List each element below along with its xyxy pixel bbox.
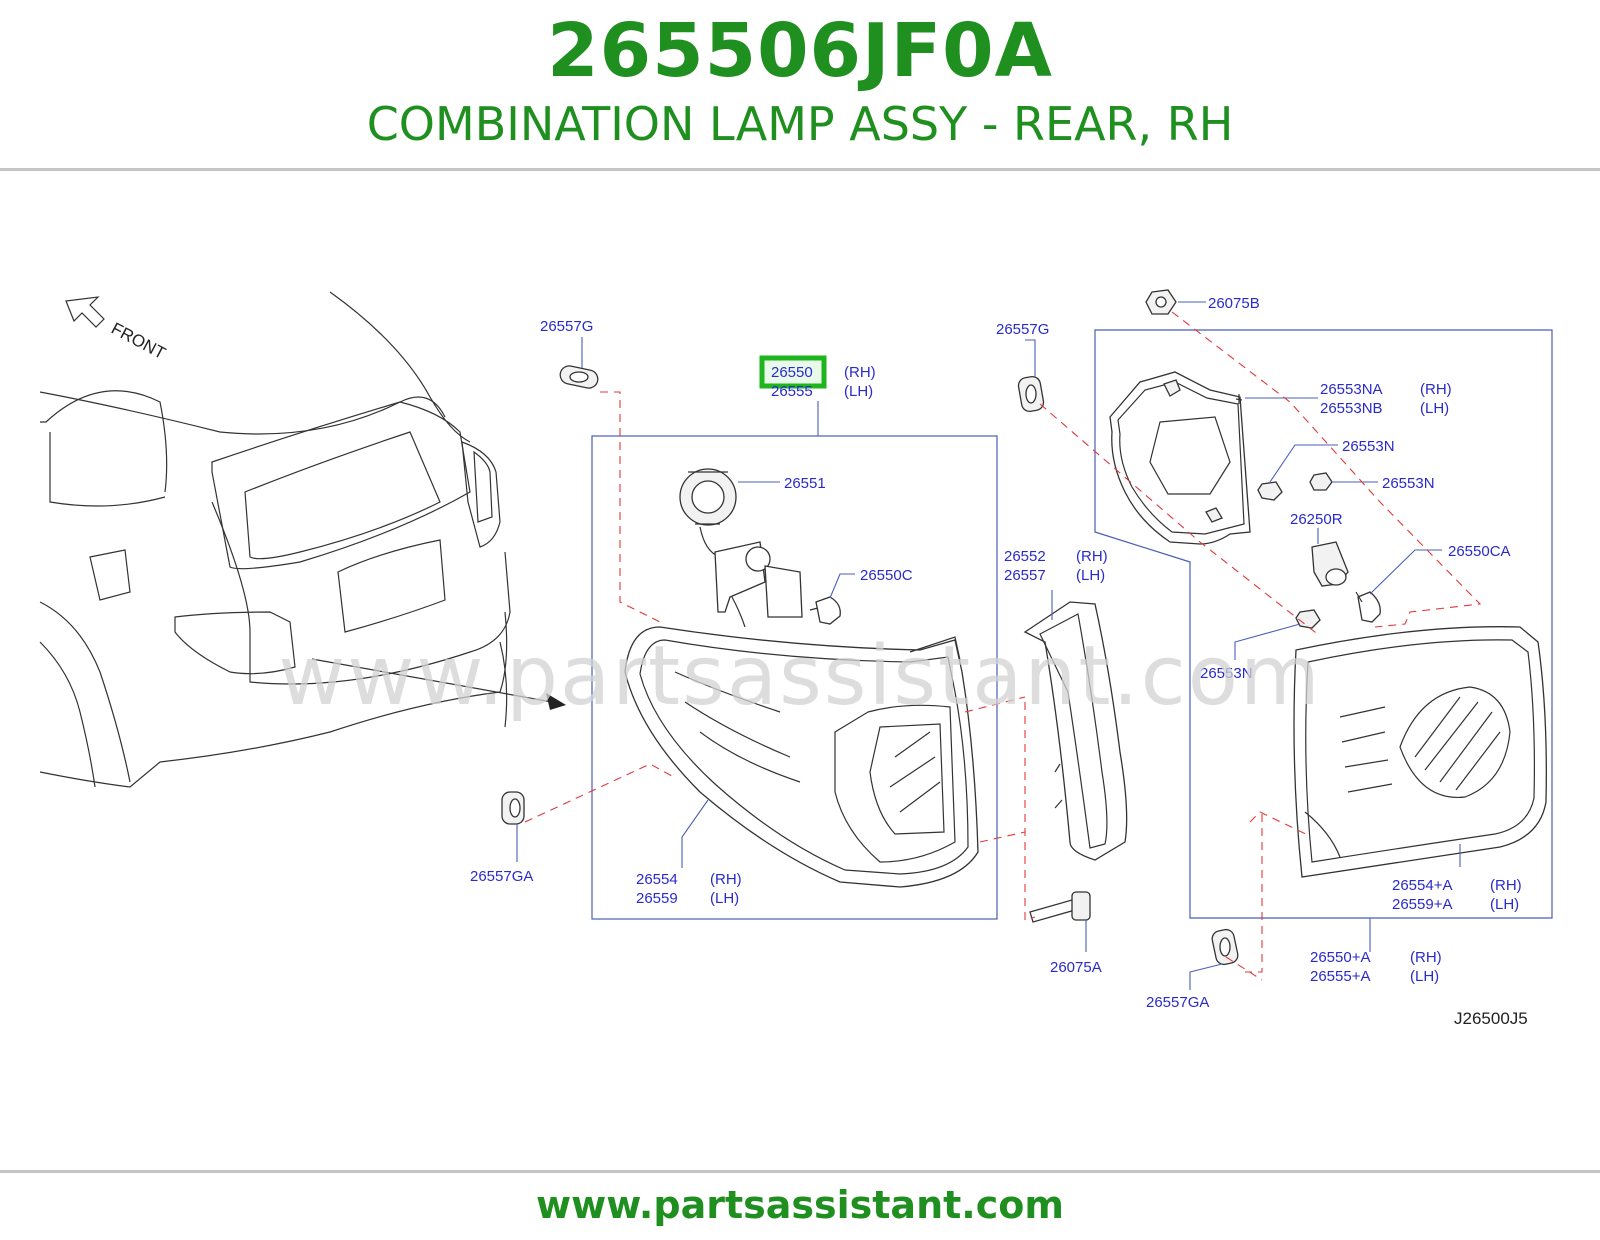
label-26557-lh: (LH) bbox=[1076, 567, 1105, 584]
nut-26553N-a bbox=[1257, 481, 1283, 501]
label-26557GA-left[interactable]: 26557GA bbox=[470, 868, 533, 885]
label-26555-lh: (LH) bbox=[844, 383, 873, 400]
part-number: 265506JF0A bbox=[547, 8, 1053, 94]
gasket-26552 bbox=[1023, 601, 1128, 861]
label-26557G-right[interactable]: 26557G bbox=[996, 321, 1049, 338]
label-26553N-b[interactable]: 26553N bbox=[1382, 475, 1435, 492]
pointer-arrow bbox=[311, 658, 553, 703]
label-26557GA-right[interactable]: 26557GA bbox=[1146, 994, 1209, 1011]
label-26550CA[interactable]: 26550CA bbox=[1448, 543, 1511, 560]
clip-26557GA-left bbox=[501, 791, 525, 825]
front-arrow-icon bbox=[65, 296, 105, 328]
footer-url[interactable]: www.partsassistant.com bbox=[536, 1183, 1064, 1227]
bracket-26553NA bbox=[1109, 371, 1251, 545]
label-26559[interactable]: 26559 bbox=[636, 890, 678, 907]
arrow-head-icon bbox=[546, 693, 566, 710]
label-26075A[interactable]: 26075A bbox=[1050, 959, 1102, 976]
label-26553NB-lh: (LH) bbox=[1420, 400, 1449, 417]
label-26554[interactable]: 26554 bbox=[636, 871, 678, 888]
label-26550[interactable]: 26550 bbox=[771, 364, 813, 381]
label-26555A-lh: (LH) bbox=[1410, 968, 1439, 985]
nut-26553N-b bbox=[1309, 472, 1333, 491]
label-26250R[interactable]: 26250R bbox=[1290, 511, 1343, 528]
label-26553NB[interactable]: 26553NB bbox=[1320, 400, 1383, 417]
label-26551[interactable]: 26551 bbox=[784, 475, 826, 492]
page-header: 265506JF0A COMBINATION LAMP ASSY - REAR,… bbox=[0, 0, 1600, 170]
label-26559A[interactable]: 26559+A bbox=[1392, 896, 1452, 913]
front-label: FRONT bbox=[108, 319, 169, 363]
watermark: www.partsassistant.com bbox=[278, 629, 1322, 724]
label-26557G-left[interactable]: 26557G bbox=[540, 318, 593, 335]
outer-lamp-26554 bbox=[624, 626, 979, 888]
footer-divider bbox=[0, 1170, 1600, 1173]
nut-26553N-c bbox=[1295, 609, 1321, 629]
socket-26250R bbox=[1311, 541, 1349, 587]
label-26559A-lh: (LH) bbox=[1490, 896, 1519, 913]
label-26553NA[interactable]: 26553NA bbox=[1320, 381, 1383, 398]
label-26075B[interactable]: 26075B bbox=[1208, 295, 1260, 312]
label-26557[interactable]: 26557 bbox=[1004, 567, 1046, 584]
label-26555[interactable]: 26555 bbox=[771, 383, 813, 400]
clip-26557G-right bbox=[1017, 375, 1045, 413]
socket-26551 bbox=[679, 468, 803, 628]
label-26550A[interactable]: 26550+A bbox=[1310, 949, 1370, 966]
inner-lamp-26554A bbox=[1293, 626, 1547, 878]
highlight-box bbox=[759, 355, 827, 389]
label-26553NA-rh: (RH) bbox=[1420, 381, 1452, 398]
label-26550C[interactable]: 26550C bbox=[860, 567, 913, 584]
part-title: COMBINATION LAMP ASSY - REAR, RH bbox=[366, 97, 1234, 151]
bulb-26550C bbox=[809, 596, 841, 625]
label-26555A[interactable]: 26555+A bbox=[1310, 968, 1370, 985]
screw-26075A bbox=[1029, 891, 1091, 923]
bulb-26550CA bbox=[1355, 591, 1381, 623]
lamp-assy-box-right bbox=[1094, 329, 1553, 919]
label-26554-rh: (RH) bbox=[710, 871, 742, 888]
nut-26075B bbox=[1145, 289, 1177, 315]
label-26552[interactable]: 26552 bbox=[1004, 548, 1046, 565]
label-26553N-a[interactable]: 26553N bbox=[1342, 438, 1395, 455]
label-26554A-rh: (RH) bbox=[1490, 877, 1522, 894]
label-26552-rh: (RH) bbox=[1076, 548, 1108, 565]
label-26553N-c[interactable]: 26553N bbox=[1200, 665, 1253, 682]
label-26550-rh: (RH) bbox=[844, 364, 876, 381]
label-26559-lh: (LH) bbox=[710, 890, 739, 907]
clip-26557G-left bbox=[559, 365, 599, 389]
parts-diagram: FRONT bbox=[39, 289, 1553, 1028]
lamp-assy-box-left bbox=[591, 435, 998, 920]
label-26554A[interactable]: 26554+A bbox=[1392, 877, 1452, 894]
label-26550A-rh: (RH) bbox=[1410, 949, 1442, 966]
diagram-reference-code: J26500J5 bbox=[1454, 1009, 1528, 1028]
header-divider bbox=[0, 168, 1600, 171]
vehicle-outline bbox=[39, 291, 511, 788]
clip-26557GA-right bbox=[1211, 928, 1239, 966]
